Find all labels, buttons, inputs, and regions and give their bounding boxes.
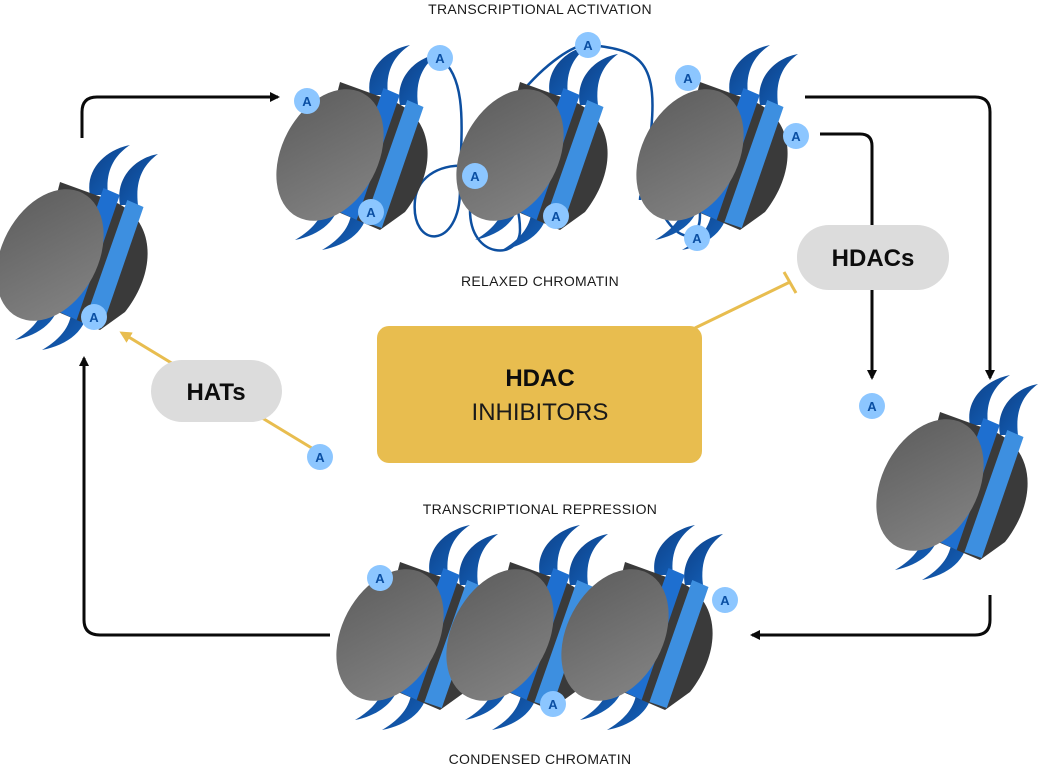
- acetyl-circle: [675, 65, 701, 91]
- acetyl-group-badge: A: [543, 203, 569, 229]
- acetyl-letter: A: [89, 310, 99, 325]
- inhibitor-tbar: [782, 271, 798, 294]
- nucleosome-top-3: [614, 45, 798, 250]
- acetyl-circle: [543, 203, 569, 229]
- arrow-right-to-bottom: [750, 595, 992, 640]
- acetyl-letter: A: [470, 169, 480, 184]
- acetyl-circle: [462, 163, 488, 189]
- title-transcriptional-activation: TRANSCRIPTIONAL ACTIVATION: [428, 1, 652, 17]
- acetyl-letter: A: [583, 38, 593, 53]
- acetyl-letter: A: [366, 205, 376, 220]
- acetyl-letter: A: [683, 71, 693, 86]
- acetyl-circle: [358, 199, 384, 225]
- arrow-top-to-right: [805, 95, 995, 380]
- acetyl-letter: A: [548, 697, 558, 712]
- label-relaxed-chromatin: RELAXED CHROMATIN: [461, 273, 619, 289]
- acetyl-circle: [294, 88, 320, 114]
- acetyl-group-badge: A: [307, 444, 333, 470]
- acetyl-group-badge: A: [783, 123, 809, 149]
- acetyl-circle: [575, 32, 601, 58]
- acetyl-letter: A: [867, 399, 877, 414]
- acetyl-group-badge: A: [294, 88, 320, 114]
- inhibitor-line: [694, 280, 791, 330]
- acetyl-group-badge: A: [675, 65, 701, 91]
- acetyl-group-badge: A: [540, 691, 566, 717]
- acetyl-group-badge: A: [367, 565, 393, 591]
- acetyl-circle: [712, 587, 738, 613]
- acetyl-letter: A: [791, 129, 801, 144]
- nucleosome-left: [0, 145, 158, 350]
- acetyl-group-badge: A: [859, 393, 885, 419]
- acetyl-group-badge: A: [427, 45, 453, 71]
- hdacs-label: HDACs: [832, 245, 915, 272]
- acetyl-circle: [81, 304, 107, 330]
- label-condensed-chromatin: CONDENSED CHROMATIN: [449, 751, 632, 767]
- acetyl-circle: [684, 225, 710, 251]
- acetyl-letter: A: [435, 51, 445, 66]
- acetyl-circle: [859, 393, 885, 419]
- acetyl-circle: [783, 123, 809, 149]
- nucleosome-top-1: [254, 45, 438, 250]
- title-transcriptional-repression: TRANSCRIPTIONAL REPRESSION: [423, 501, 657, 517]
- acetyl-circle: [540, 691, 566, 717]
- hdac-inhibitors-box: HDAC INHIBITORS: [377, 326, 702, 463]
- hdacs-pill: HDACs: [797, 225, 949, 290]
- nucleosome-bottom-3: [539, 525, 723, 730]
- acetyl-group-badge: A: [358, 199, 384, 225]
- acetyl-circle: [367, 565, 393, 591]
- arrow-bottom-to-left: [79, 356, 330, 637]
- acetyl-letter: A: [551, 209, 561, 224]
- hats-label: HATs: [186, 379, 245, 406]
- acetyl-letter: A: [302, 94, 312, 109]
- inhibitor-line2: INHIBITORS: [472, 399, 609, 426]
- acetyl-circle: [427, 45, 453, 71]
- acetyl-group-badge: A: [684, 225, 710, 251]
- arrow-left-to-top: [80, 92, 280, 138]
- acetyl-letter: A: [375, 571, 385, 586]
- acetyl-circle: [307, 444, 333, 470]
- acetyl-letter: A: [692, 231, 702, 246]
- arrow-hdac-removal: [820, 132, 877, 380]
- acetyl-group-badge: A: [575, 32, 601, 58]
- acetyl-letter: A: [315, 450, 325, 465]
- nucleosome-top-2: [434, 45, 618, 250]
- hats-pill: HATs: [151, 360, 282, 422]
- acetyl-group-badge: A: [462, 163, 488, 189]
- acetyl-group-badge: A: [712, 587, 738, 613]
- inhibitor-line1: HDAC: [505, 365, 574, 392]
- acetyl-letter: A: [720, 593, 730, 608]
- acetyl-group-badge: A: [81, 304, 107, 330]
